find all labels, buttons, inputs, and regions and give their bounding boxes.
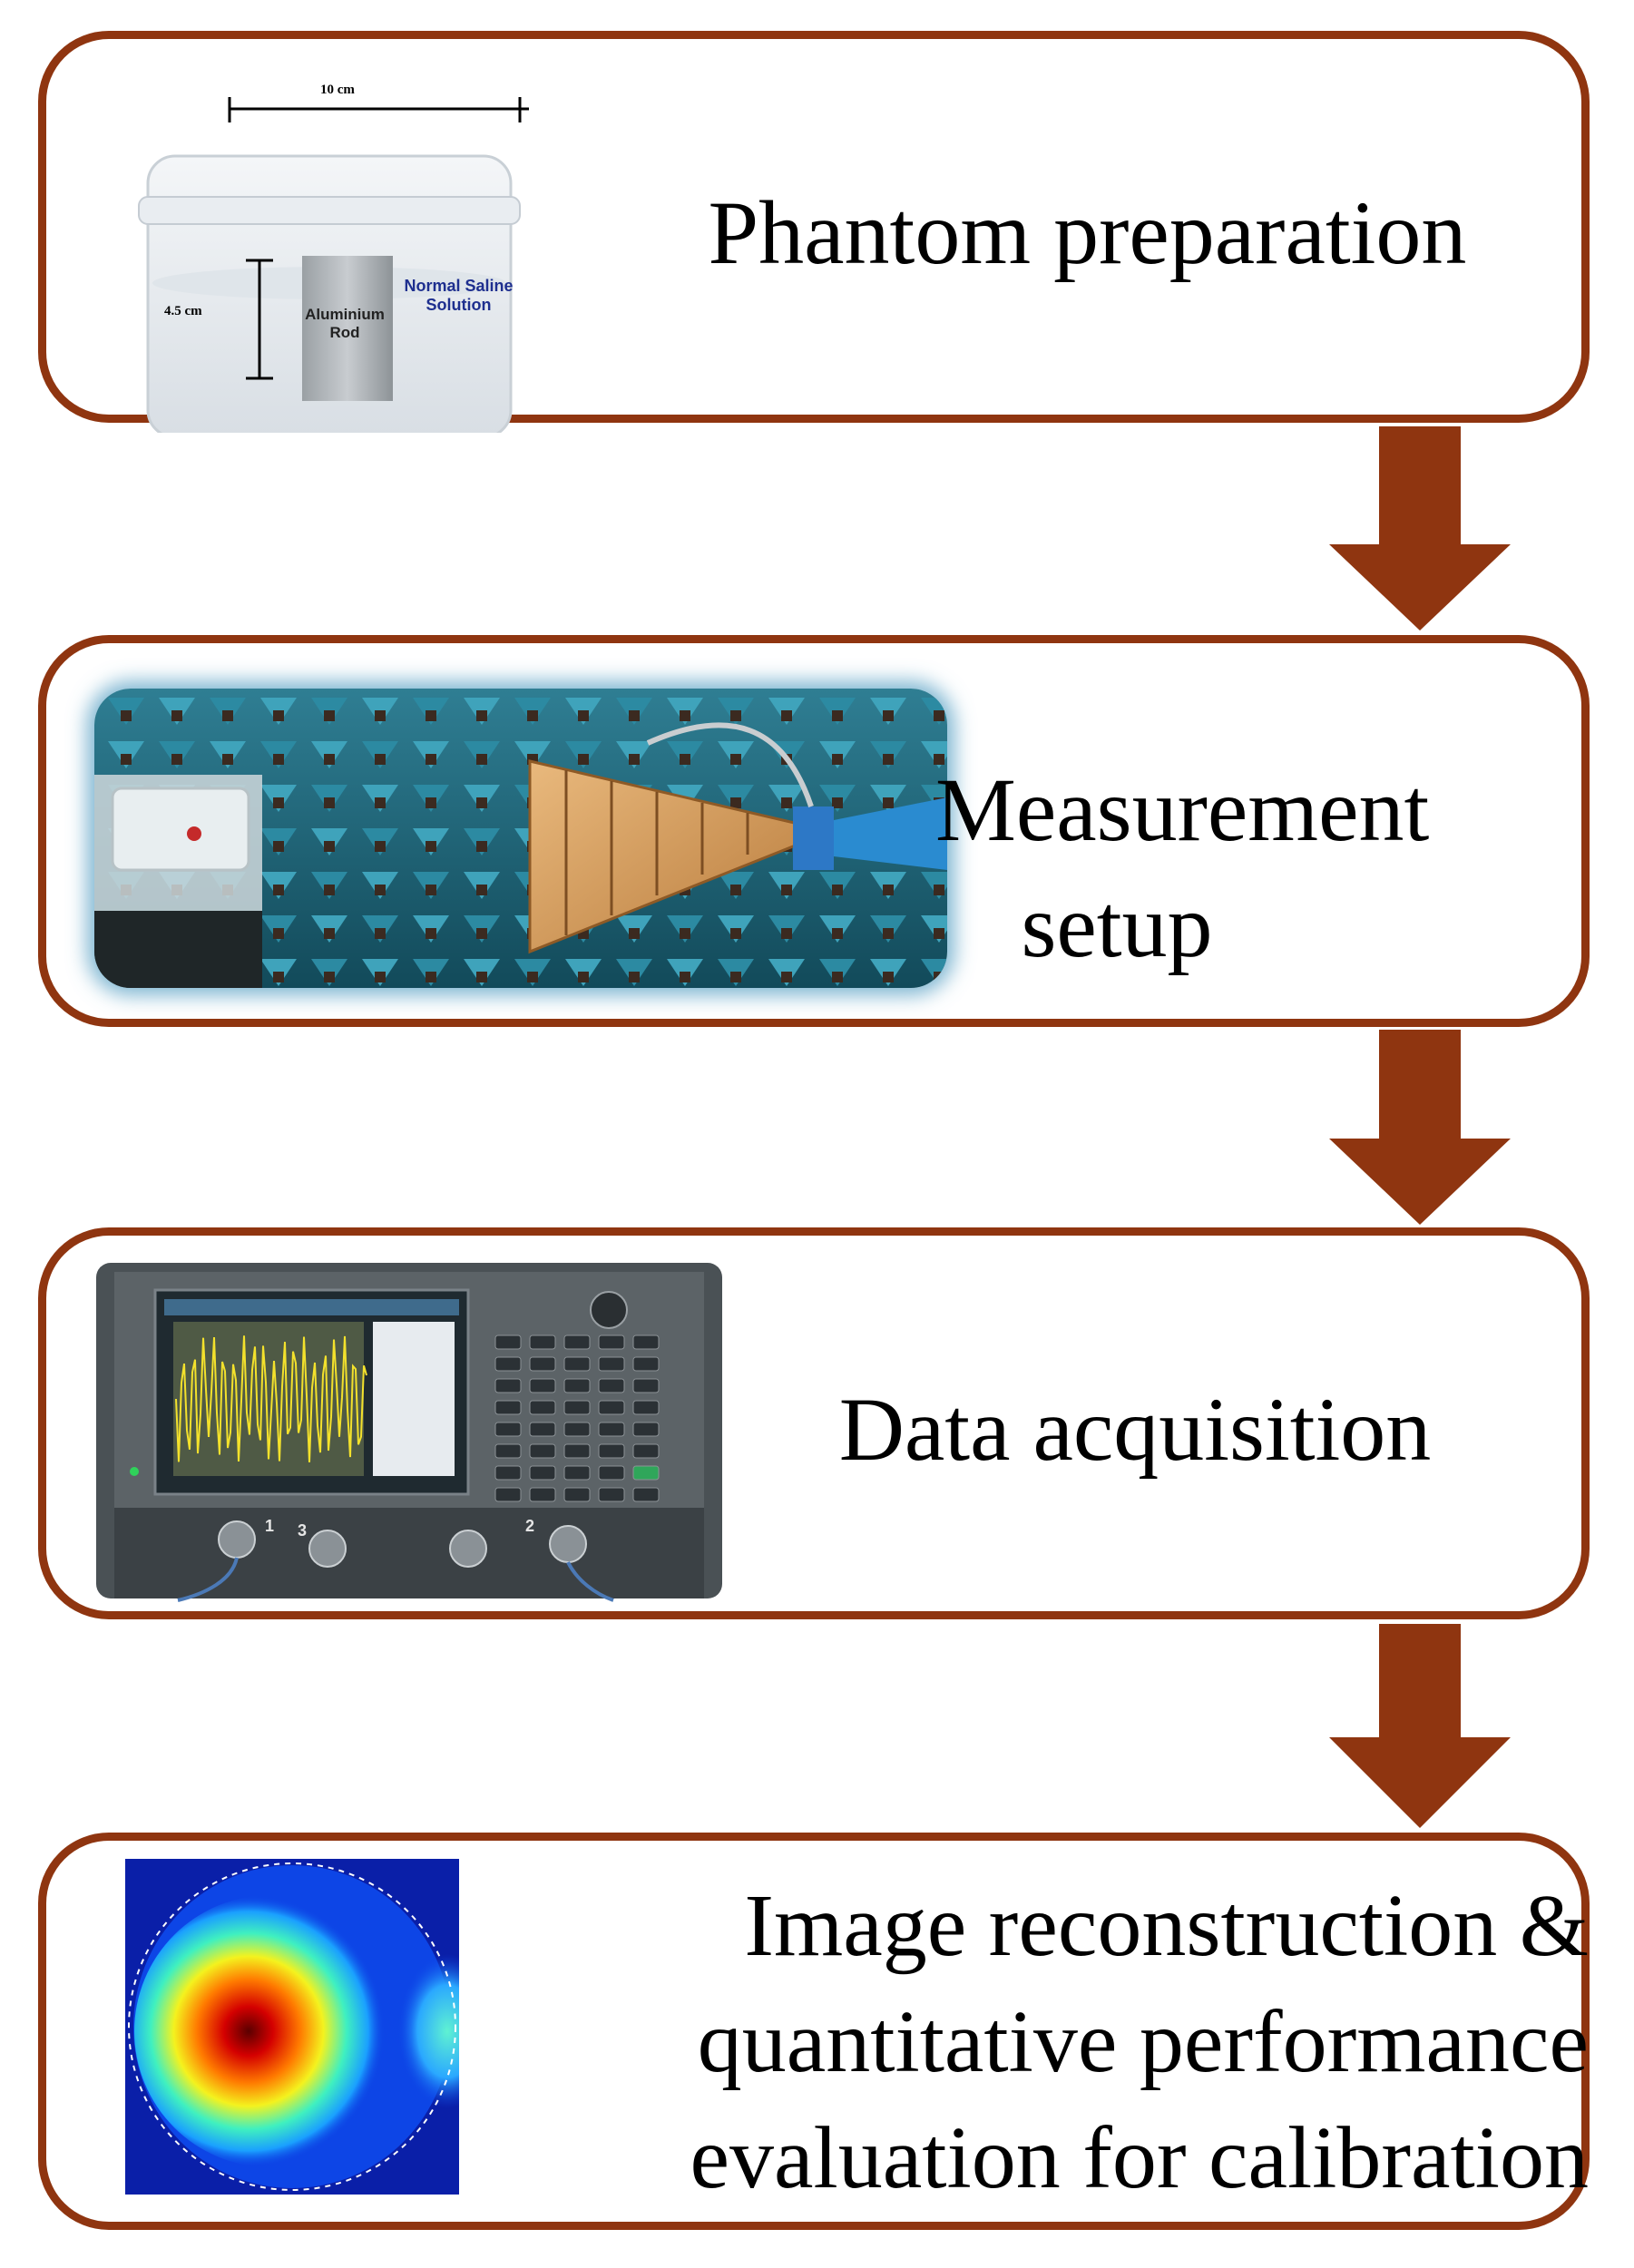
port-label: 2 xyxy=(525,1517,535,1535)
width-label: 10 cm xyxy=(320,83,355,97)
step-title: Image reconstruction & quantitative perf… xyxy=(554,1868,1589,2216)
down-arrow-icon xyxy=(1329,1624,1511,1828)
port-label: 1 xyxy=(265,1517,275,1535)
step-title-line: setup xyxy=(1021,875,1213,976)
step-title-line: Image reconstruction & xyxy=(744,1877,1589,1975)
height-label: 4.5 cm xyxy=(164,304,202,318)
step-box-measurement-setup: Measurement setup xyxy=(38,635,1590,1027)
step-box-phantom-preparation: 10 cm 4.5 cm Aluminium Rod Normal Saline… xyxy=(38,31,1590,433)
saline-label: Normal Saline Solution xyxy=(404,277,514,314)
down-arrow-icon xyxy=(1329,1030,1511,1225)
step-title: Measurement setup xyxy=(935,752,1430,984)
step-box-data-acquisition: 1 3 2 Data acquisition xyxy=(38,1227,1590,1619)
anechoic-chamber-photo xyxy=(94,689,947,988)
phantom-photo: 10 cm 4.5 cm Aluminium Rod Normal Saline… xyxy=(130,70,529,433)
step-box-image-reconstruction: Image reconstruction & quantitative perf… xyxy=(38,1833,1590,2230)
port-label: 3 xyxy=(298,1521,308,1540)
step-title: Data acquisition xyxy=(838,1379,1432,1480)
step-title-line: Measurement xyxy=(935,759,1430,860)
network-analyzer-photo: 1 3 2 xyxy=(87,1245,727,1608)
step-title: Phantom preparation xyxy=(708,182,1467,283)
reconstructed-image xyxy=(125,1859,459,2195)
step-title-line: evaluation for calibration xyxy=(690,2109,1589,2207)
step-title-line: quantitative performance xyxy=(697,1993,1589,2091)
down-arrow-icon xyxy=(1329,426,1511,631)
rod-label: Aluminium Rod xyxy=(305,306,385,341)
